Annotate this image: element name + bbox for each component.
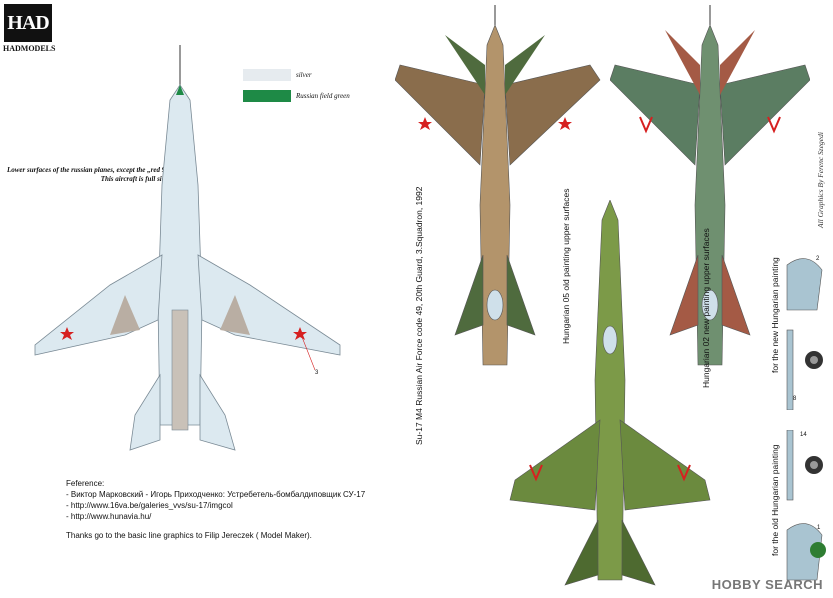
callout-3: 3 (315, 370, 319, 376)
callout-2: 2 (816, 256, 820, 262)
legend-label-silver: silver (296, 71, 312, 79)
nose-detail-old (786, 430, 826, 581)
graphics-credit: All Graphics By Ferenc Szegedi (816, 132, 825, 228)
hobby-search-watermark: HOBBY SEARCH (711, 577, 823, 592)
new-painting-nose-label: for the new Hungarian painting (770, 257, 780, 373)
hungarian-old-label: Hungarian 05 old painting upper surfaces (561, 188, 571, 344)
hungarian-old-aircraft (509, 200, 711, 586)
russian-camo-aircraft (395, 5, 601, 366)
red-star-right (293, 327, 307, 340)
lower-surface-aircraft (34, 45, 341, 451)
brand-logo: HAD (4, 4, 52, 42)
legend-swatch-green (243, 90, 291, 102)
callout-1: 1 (817, 525, 821, 531)
russian-aircraft-label: Su-17 M4 Russian Air Force code 49, 20th… (414, 186, 424, 445)
legend-label-green: Russian field green (296, 92, 350, 100)
red-star-left (60, 327, 74, 340)
reference-item: - Виктор Марковский - Игорь Приходченко:… (66, 490, 366, 499)
thanks-note: Thanks go to the basic line graphics to … (66, 531, 312, 540)
reference-item[interactable]: - http://www.hunavia.hu/ (66, 512, 152, 521)
old-painting-nose-label: for the old Hungarian painting (770, 444, 780, 556)
reference-item[interactable]: - http://www.16va.be/galeries_vvs/su-17/… (66, 501, 233, 510)
nose-detail-new (786, 258, 823, 410)
lower-surface-note: Lower surfaces of the russian planes, ex… (6, 166, 174, 183)
references-title: Feference: (66, 479, 105, 488)
references: Feference: - Виктор Марковский - Игорь П… (66, 478, 365, 522)
hungarian-new-aircraft (610, 5, 810, 366)
legend-swatch-silver (243, 69, 291, 81)
brand-name: HADMODELS (3, 44, 56, 53)
hungarian-new-label: Hungarian 02 new painting upper surfaces (701, 228, 711, 388)
callout-14: 14 (800, 432, 807, 438)
callout-8: 8 (793, 396, 797, 402)
